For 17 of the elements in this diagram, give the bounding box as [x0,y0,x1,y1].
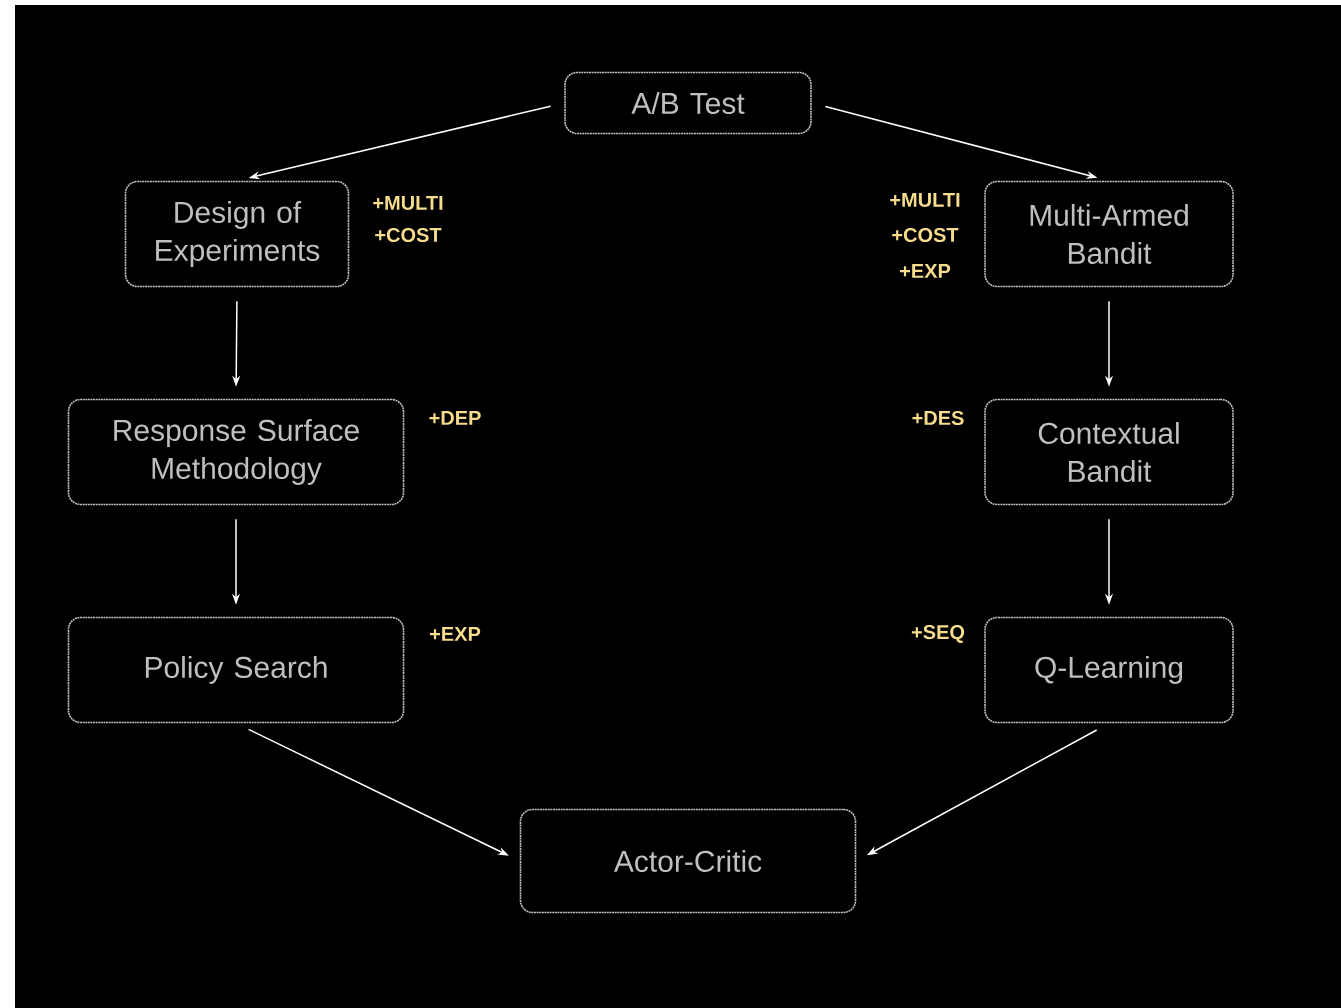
side-label: +DEP [429,411,481,425]
process-box: Actor-Critic [519,808,857,914]
process-box: Contextual Bandit [984,398,1234,506]
side-label: +EXP [430,627,481,641]
process-box: Q-Learning [984,616,1234,724]
side-label: +EXP [900,264,951,278]
process-box: Response Surface Methodology [67,398,405,506]
process-box: A/B Test [564,71,812,135]
side-label: +MULTI [890,193,960,207]
side-label: +COST [892,227,959,243]
process-box: Policy Search [67,616,405,724]
process-box: Design of Experiments [124,180,350,288]
side-label: +SEQ [911,625,965,643]
side-label: +MULTI [373,196,443,210]
side-label: +COST [375,227,442,243]
side-label: +DES [912,410,964,426]
process-box: Multi-Armed Bandit [984,180,1234,288]
